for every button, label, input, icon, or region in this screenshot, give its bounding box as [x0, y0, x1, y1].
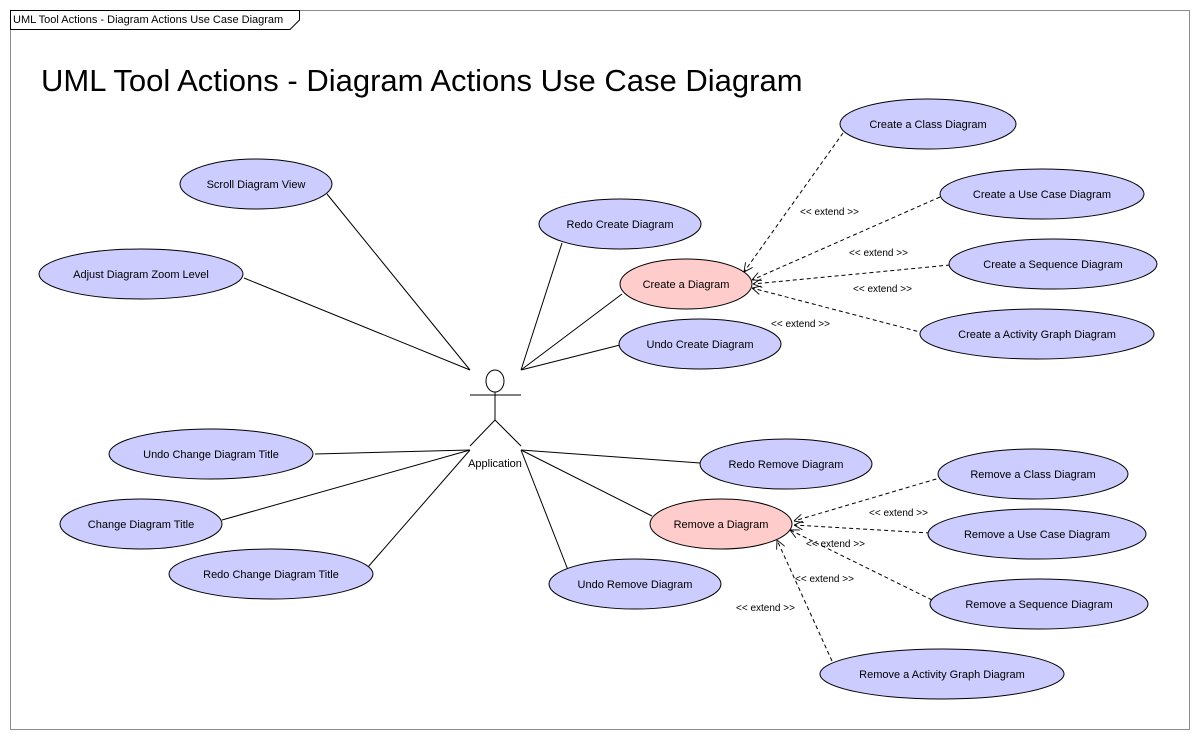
use-case-label: Create a Use Case Diagram [973, 189, 1111, 201]
actor-label: Application [468, 458, 522, 470]
use-case-label: Adjust Diagram Zoom Level [73, 269, 209, 281]
frame-tab [10, 10, 300, 30]
actor-head [485, 369, 505, 393]
diagram-title: UML Tool Actions - Diagram Actions Use C… [41, 63, 803, 98]
use-case-label: Create a Sequence Diagram [983, 259, 1122, 271]
use-case-undo-remove[interactable]: Undo Remove Diagram [548, 558, 722, 610]
extend-label: << extend >> [771, 319, 830, 330]
use-case-remove-diagram[interactable]: Remove a Diagram [649, 498, 793, 550]
association-undo-remove [520, 449, 569, 571]
use-case-undo-create[interactable]: Undo Create Diagram [618, 318, 782, 370]
frame-tab-label: UML Tool Actions - Diagram Actions Use C… [13, 14, 284, 26]
use-case-label: Undo Create Diagram [647, 339, 754, 351]
use-case-label: Undo Remove Diagram [578, 579, 693, 591]
association-create-diagram [520, 293, 623, 371]
use-case-create-class[interactable]: Create a Class Diagram [839, 98, 1017, 150]
extend-label: << extend >> [795, 574, 854, 585]
use-case-redo-remove[interactable]: Redo Remove Diagram [699, 438, 873, 490]
extend-label: << extend >> [869, 508, 928, 519]
association-change-title [221, 449, 471, 521]
association-redo-change-title [367, 449, 471, 568]
use-case-label: Remove a Use Case Diagram [964, 529, 1110, 541]
use-case-label: Remove a Class Diagram [970, 469, 1095, 481]
use-case-remove-use-case[interactable]: Remove a Use Case Diagram [927, 508, 1147, 560]
association-undo-change-title [314, 449, 471, 455]
use-case-label: Create a Class Diagram [869, 119, 986, 131]
use-case-remove-sequence[interactable]: Remove a Sequence Diagram [929, 578, 1149, 630]
use-case-label: Create a Activity Graph Diagram [958, 329, 1116, 341]
extend-remove-use-case [794, 525, 931, 534]
use-case-remove-activity[interactable]: Remove a Activity Graph Diagram [819, 648, 1065, 700]
use-case-label: Remove a Diagram [674, 519, 769, 531]
actor-left-leg [469, 419, 496, 447]
extend-remove-sequence [790, 530, 933, 601]
extend-labels: << extend >> << extend >> << extend >> <… [736, 207, 928, 614]
actor-right-leg [494, 419, 522, 447]
use-case-change-title[interactable]: Change Diagram Title [59, 498, 223, 550]
use-case-label: Redo Change Diagram Title [203, 569, 339, 581]
use-case-label: Remove a Activity Graph Diagram [859, 669, 1025, 681]
use-case-adjust-zoom[interactable]: Adjust Diagram Zoom Level [38, 248, 244, 300]
use-case-label: Remove a Sequence Diagram [965, 599, 1112, 611]
extend-label: << extend >> [806, 539, 865, 550]
association-redo-create [520, 242, 563, 371]
use-case-redo-create[interactable]: Redo Create Diagram [538, 198, 702, 250]
use-case-label: Change Diagram Title [88, 519, 194, 531]
use-case-undo-change-title[interactable]: Undo Change Diagram Title [108, 428, 314, 480]
actor-application[interactable] [469, 369, 522, 447]
diagram-frame [10, 10, 1190, 730]
use-case-redo-change-title[interactable]: Redo Change Diagram Title [168, 548, 374, 600]
extend-label: << extend >> [853, 284, 912, 295]
extend-label: << extend >> [849, 248, 908, 259]
use-case-remove-class[interactable]: Remove a Class Diagram [937, 448, 1129, 500]
use-case-label: Undo Change Diagram Title [143, 449, 279, 461]
association-remove-diagram [520, 449, 653, 517]
use-case-label: Redo Remove Diagram [729, 459, 844, 471]
use-case-create-sequence[interactable]: Create a Sequence Diagram [948, 238, 1158, 290]
extend-create-class [744, 132, 844, 272]
extend-create-use-case [752, 196, 941, 280]
use-case-label: Redo Create Diagram [567, 219, 674, 231]
use-case-label: Create a Diagram [643, 279, 730, 291]
use-cases: Create a Class Diagram Create a Use Case… [38, 98, 1158, 700]
use-case-scroll-view[interactable]: Scroll Diagram View [179, 158, 333, 210]
association-undo-create [520, 344, 621, 371]
extend-remove-class [794, 476, 944, 521]
association-redo-remove [520, 449, 701, 464]
extend-remove-activity [777, 540, 833, 662]
association-scroll-view [326, 193, 471, 371]
use-case-create-use-case[interactable]: Create a Use Case Diagram [939, 168, 1145, 220]
associations [221, 193, 701, 571]
use-case-create-diagram[interactable]: Create a Diagram [619, 258, 753, 310]
use-case-label: Scroll Diagram View [207, 179, 306, 191]
extend-dependencies [744, 132, 951, 662]
use-case-create-activity[interactable]: Create a Activity Graph Diagram [919, 308, 1155, 360]
extend-label: << extend >> [800, 207, 859, 218]
extend-create-activity [752, 288, 925, 334]
extend-label: << extend >> [736, 603, 795, 614]
extend-create-sequence [753, 264, 951, 284]
association-adjust-zoom [243, 277, 471, 371]
